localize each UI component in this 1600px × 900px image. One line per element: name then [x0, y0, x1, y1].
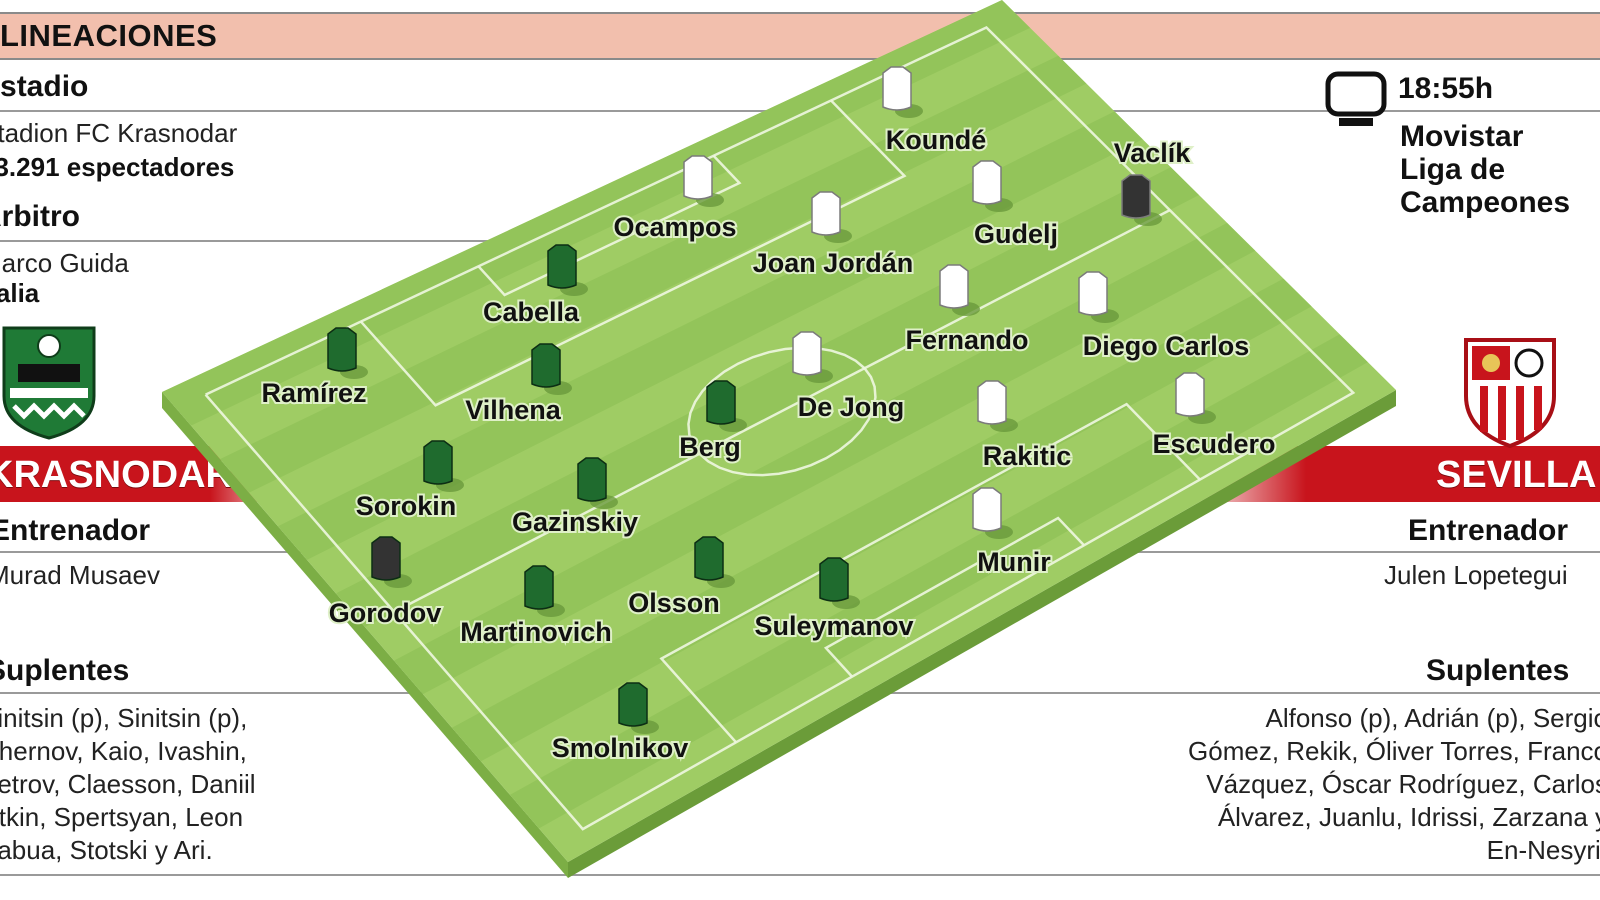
player-name: Gudelj	[974, 219, 1058, 249]
away-coach-label: Entrenador	[1408, 514, 1569, 547]
referee-country: Italia	[0, 278, 40, 308]
player-name: Gazinskiy	[512, 507, 638, 537]
player-name: Munir	[977, 547, 1051, 577]
pitch-stripe	[510, 334, 1368, 829]
player-name: Koundé	[886, 125, 987, 155]
pitch-stripe	[278, 111, 1143, 560]
player-name: De Jong	[798, 392, 905, 422]
player-name: Diego Carlos	[1083, 331, 1250, 361]
away-team-name: SEVILLA	[1436, 454, 1597, 496]
broadcaster-line-3: Campeones	[1400, 186, 1571, 219]
penalty-box-top	[359, 99, 907, 407]
player-name: Vilhena	[465, 395, 562, 425]
home-player-shirt-icon	[423, 440, 464, 492]
player-name: Suleymanov	[754, 611, 913, 641]
player-name: Escudero	[1152, 429, 1275, 459]
player-name: Rakitic	[983, 441, 1072, 471]
player-name: Ocampos	[613, 212, 736, 242]
home-coach-label: Entrenador	[0, 514, 151, 547]
player-name: Vaclík	[1114, 138, 1192, 168]
divider	[0, 240, 600, 242]
tv-icon	[1325, 71, 1387, 126]
broadcaster-line-1: Movistar	[1400, 120, 1524, 153]
referee-name: Marco Guida	[0, 248, 129, 278]
goal-area-top	[477, 154, 742, 297]
referee-label: Árbitro	[0, 200, 80, 233]
player-name: Cabella	[483, 297, 580, 327]
header-bar	[0, 12, 1600, 60]
home-player-shirt-icon	[531, 343, 572, 395]
home-subs-line: Chernov, Kaio, Ivashin,	[0, 736, 247, 766]
home-subs-line: Sinitsin (p), Sinitsin (p),	[0, 703, 248, 733]
krasnodar-crest-icon	[2, 326, 96, 440]
away-subs-line: Vázquez, Óscar Rodríguez, Carlos	[1206, 769, 1600, 799]
away-subs-line: En-Nesyri.	[1486, 835, 1600, 865]
home-player-shirt-icon	[706, 380, 747, 432]
broadcaster-line-2: Liga de	[1400, 153, 1506, 186]
away-player-shirt-icon	[811, 191, 852, 243]
player-name: Sorokin	[356, 491, 457, 521]
away-player-shirt-icon	[882, 66, 923, 118]
away-player-shirt-icon	[977, 380, 1018, 432]
penalty-box-bottom	[659, 402, 1201, 744]
pitch-stripe	[162, 0, 1031, 426]
pitch-side-edge	[568, 390, 1396, 878]
player-name: Ramírez	[261, 378, 366, 408]
goal-area-bottom	[823, 516, 1085, 678]
home-team-name: KRASNODAR	[0, 454, 233, 496]
away-subs-list: Alfonso (p), Adrián (p), Sergio Gómez, R…	[1138, 702, 1600, 867]
home-goalkeeper-shirt-icon	[371, 536, 412, 588]
home-subs-list: Sinitsin (p), Sinitsin (p), Chernov, Kai…	[0, 702, 256, 867]
away-player-shirt-icon	[939, 264, 980, 316]
home-player-shirt-icon	[577, 457, 618, 509]
away-player-shirt-icon	[1175, 372, 1216, 424]
home-subs-label: Suplentes	[0, 654, 130, 687]
player-name: Fernando	[905, 325, 1028, 355]
away-subs-label: Suplentes	[1426, 654, 1570, 687]
player-name: Olsson	[628, 588, 720, 618]
home-player-shirt-icon	[327, 327, 368, 379]
stadium-name: Stadion FC Krasnodar	[0, 118, 238, 148]
stadium-label: Estadio	[0, 70, 89, 103]
halfway-line	[393, 209, 1171, 613]
away-player-shirt-icon	[972, 487, 1013, 539]
pitch-side-edge	[162, 392, 568, 878]
home-subs-line: Petrov, Claesson, Daniil	[0, 769, 256, 799]
divider	[0, 874, 1600, 876]
home-player-shirt-icon	[547, 244, 588, 296]
away-player-shirt-icon	[792, 331, 833, 383]
player-name: Berg	[679, 432, 741, 462]
player-name: Gorodov	[329, 598, 442, 628]
pitch-stripe	[452, 278, 1312, 762]
kickoff-time: 18:55h	[1398, 72, 1494, 105]
center-circle	[687, 346, 877, 477]
home-player-shirt-icon	[819, 557, 860, 609]
home-subs-line: Utkin, Spertsyan, Leon	[0, 802, 244, 832]
home-player-shirt-icon	[694, 536, 735, 588]
away-subs-line: Alfonso (p), Adrián (p), Sergio	[1265, 703, 1600, 733]
attendance: 33.291 espectadores	[0, 152, 235, 182]
home-player-shirt-icon	[524, 565, 565, 617]
player-name: Smolnikov	[552, 733, 689, 763]
away-subs-line: Gómez, Rekik, Óliver Torres, Franco	[1188, 736, 1600, 766]
pitch-stripe	[220, 55, 1087, 493]
home-player-shirt-icon	[618, 682, 659, 734]
pitch-boundary-line	[204, 25, 1356, 831]
sevilla-crest-icon	[1464, 338, 1556, 448]
away-player-shirt-icon	[1078, 271, 1119, 323]
page-title: LINEACIONES	[0, 18, 218, 53]
away-player-shirt-icon	[972, 160, 1013, 212]
home-coach-name: Murad Musaev	[0, 560, 160, 590]
away-goalkeeper-shirt-icon	[1121, 174, 1162, 226]
away-subs-line: Álvarez, Juanlu, Idrissi, Zarzana y	[1217, 802, 1600, 832]
home-subs-line: Sabua, Stotski y Ari.	[0, 835, 213, 865]
player-name: Martinovich	[460, 617, 612, 647]
pitch-stripe	[336, 167, 1199, 627]
player-name: Joan Jordán	[753, 248, 914, 278]
away-player-shirt-icon	[683, 155, 724, 207]
away-coach-name: Julen Lopetegui	[1384, 560, 1568, 590]
